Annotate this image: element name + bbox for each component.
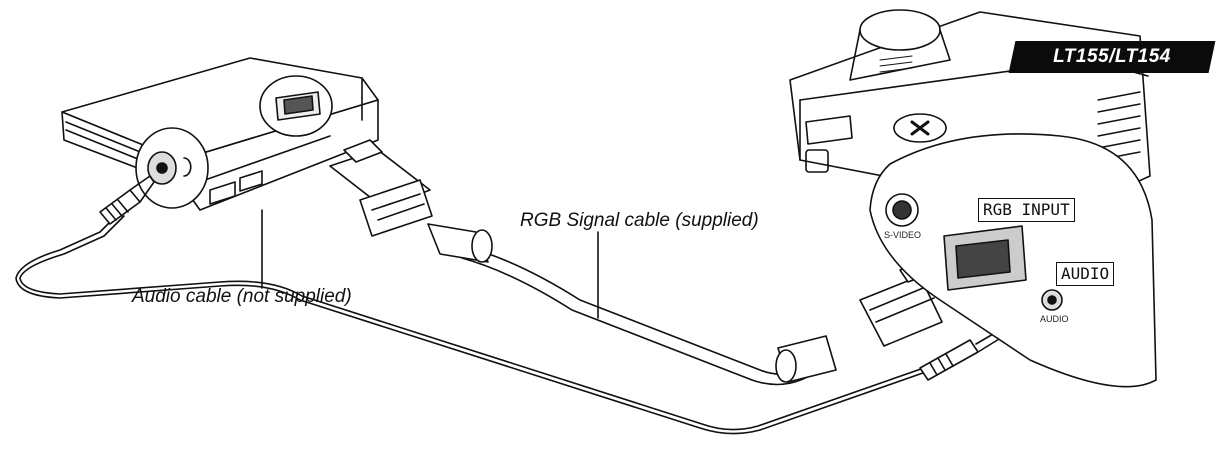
audio-port-label: AUDIO [1056, 262, 1115, 286]
laptop-rgb-port-zoom [259, 75, 333, 137]
audio-plug-projector [919, 329, 1005, 381]
audio-cable [15, 211, 961, 435]
vga-connector-laptop [329, 139, 433, 237]
rgb-input-port-label: RGB INPUT [978, 198, 1075, 222]
laptop-audio-jack-zoom [135, 127, 209, 209]
ferrite-core-2 [775, 335, 837, 383]
model-label: LT155/LT154 [1053, 46, 1171, 67]
ferrite-core-1 [427, 223, 493, 263]
audio-small-label: AUDIO [1040, 314, 1069, 324]
audio-cable-label: Audio cable (not supplied) [132, 286, 352, 307]
svideo-port-label: S-VIDEO [884, 230, 922, 240]
projector-rear-panel-zoom [869, 133, 1157, 388]
audio-plug-laptop [99, 175, 155, 225]
rgb-signal-cable [469, 247, 821, 376]
laptop-computer [61, 57, 379, 211]
rgb-cable-label: RGB Signal cable (supplied) [520, 210, 759, 231]
